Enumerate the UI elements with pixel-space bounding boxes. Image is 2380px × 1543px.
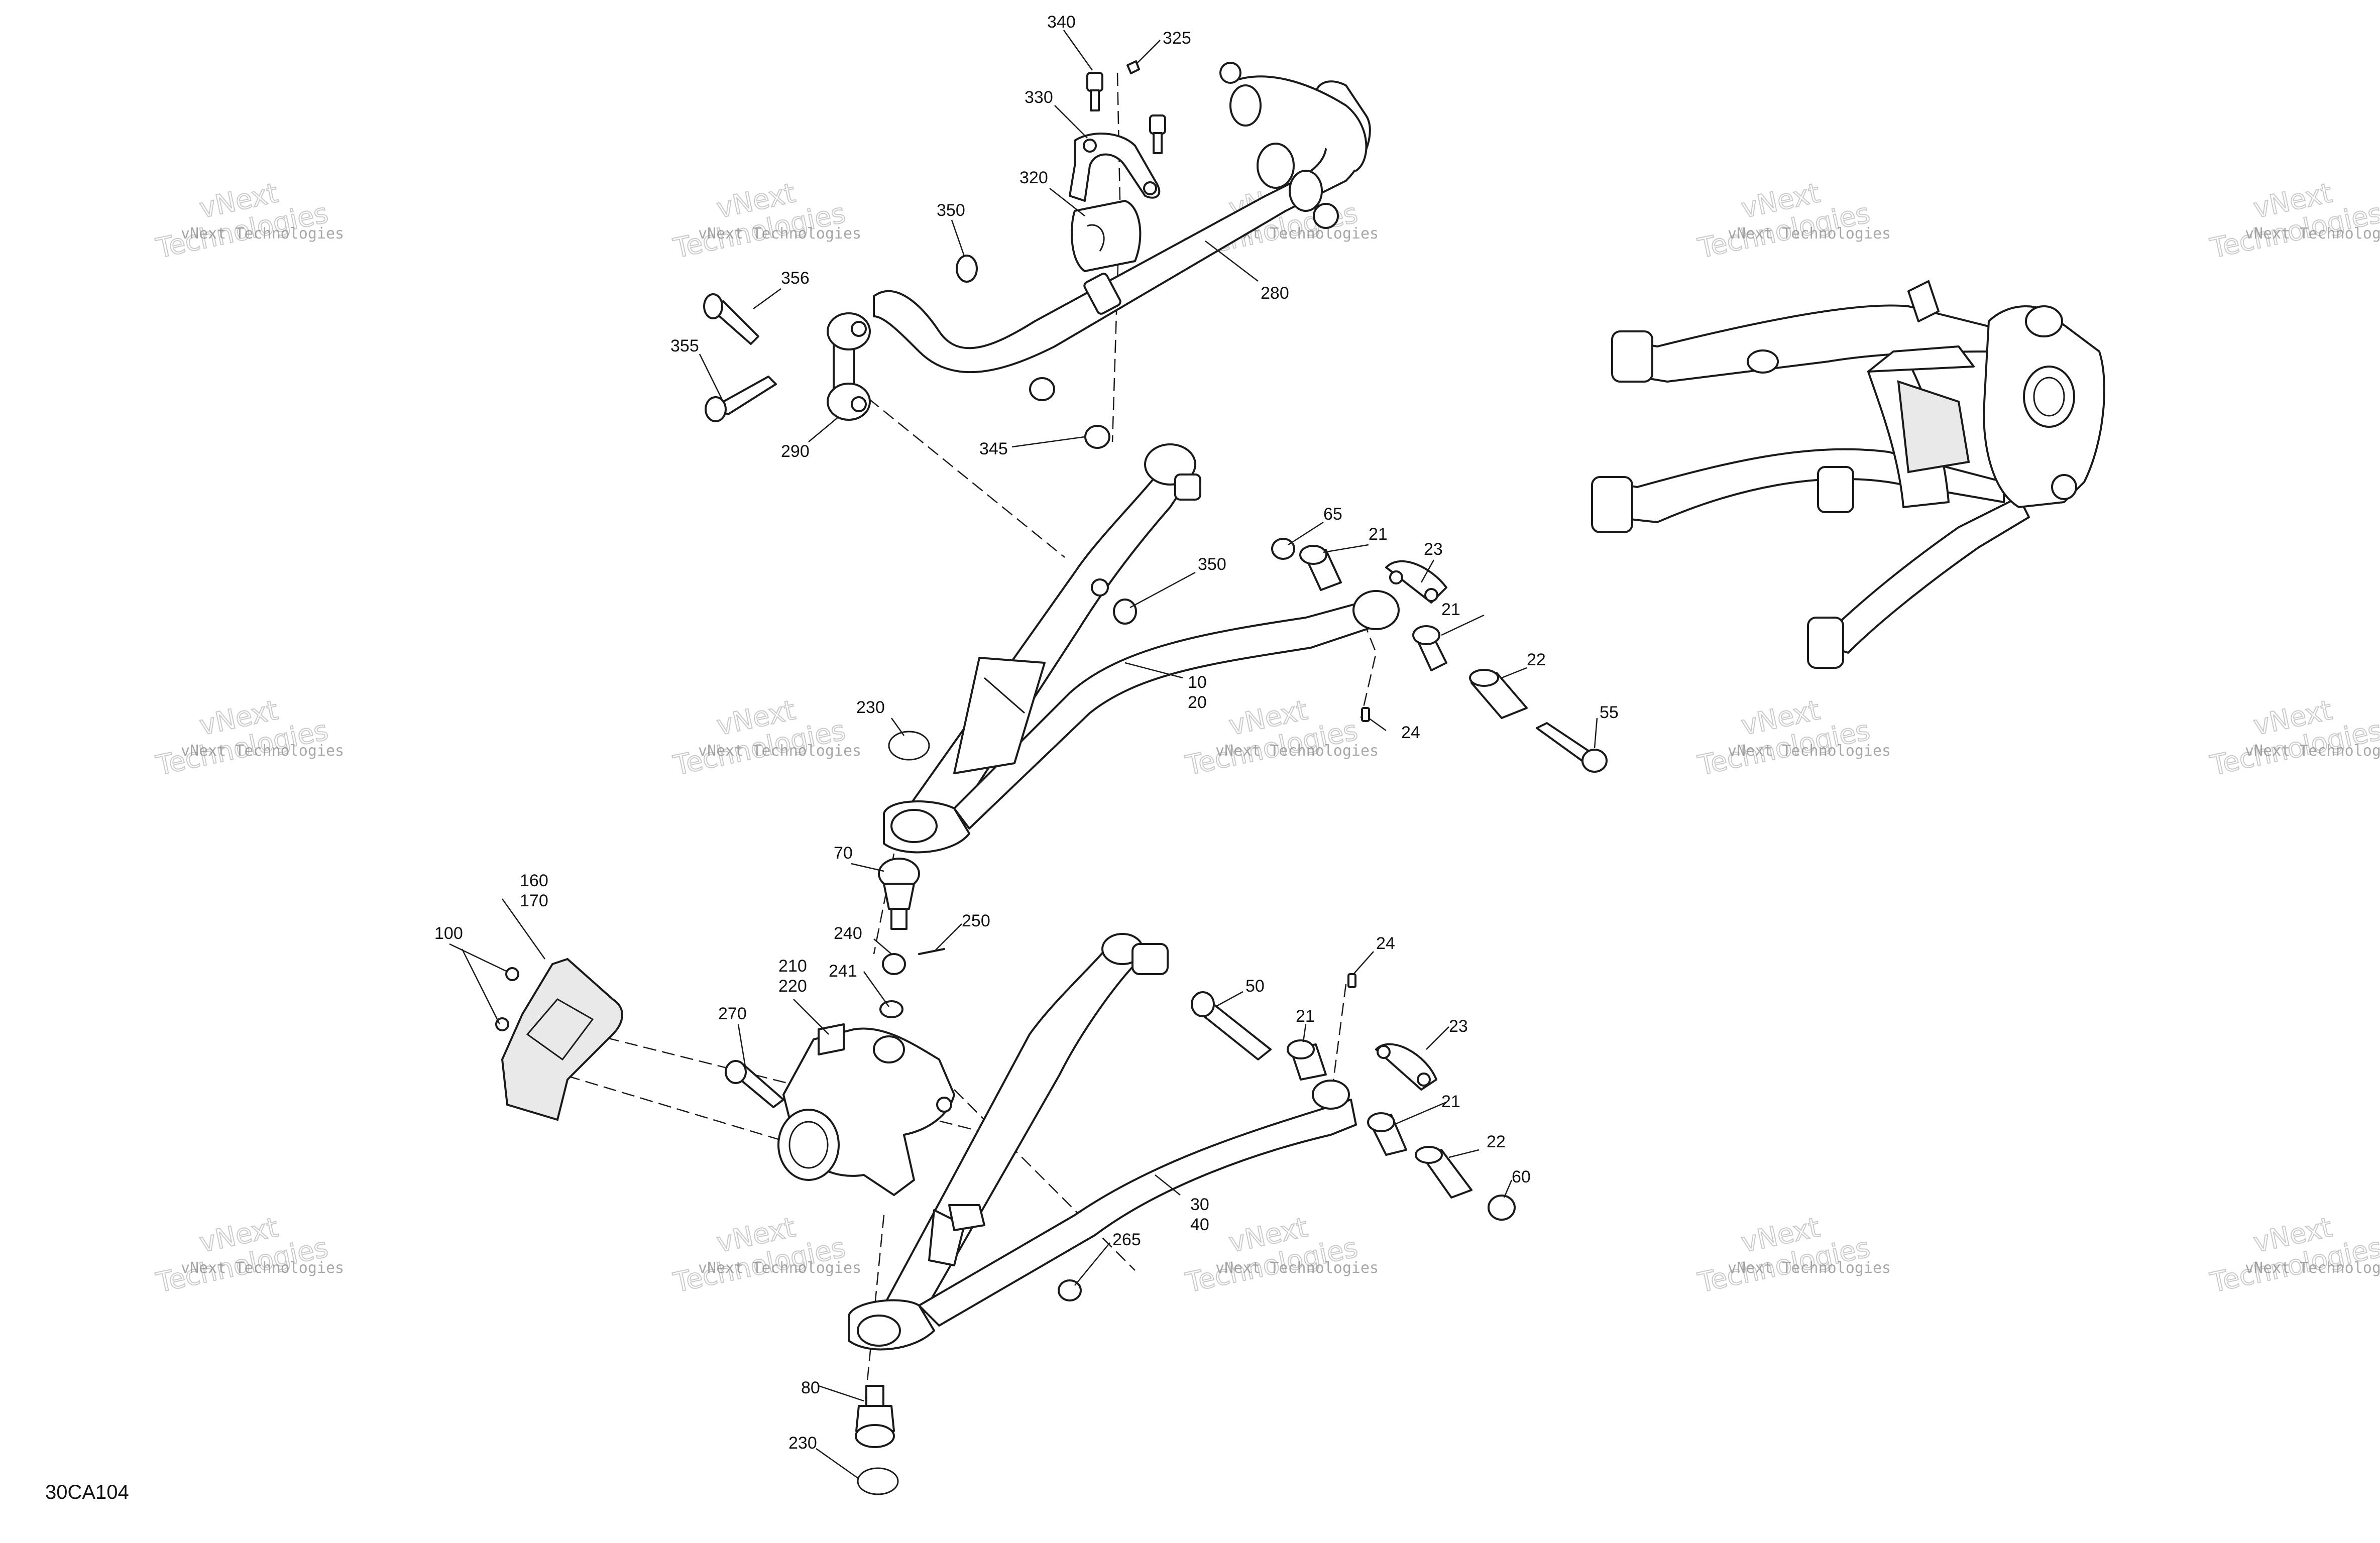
- watermark-small: vNext Technologies: [1728, 1259, 1891, 1277]
- diagram-code: 30CA104: [45, 1481, 129, 1503]
- callout-50: 50: [1245, 977, 1265, 996]
- callout-23: 23: [1449, 1017, 1468, 1036]
- callout-21: 21: [1296, 1007, 1315, 1026]
- upper-arm-hardware: [1271, 538, 1608, 773]
- knuckle-guard: [495, 958, 623, 1121]
- bracket-bolts: [1086, 60, 1166, 154]
- watermark-small: vNext Technologies: [698, 225, 861, 243]
- nut: [956, 255, 978, 283]
- link-bolts: [703, 293, 777, 422]
- ball-joint-hardware: [879, 948, 945, 1018]
- watermark-small: vNext Technologies: [2245, 225, 2380, 243]
- steering-knuckle: [777, 1023, 955, 1196]
- sway-bar-bushing: [1071, 200, 1142, 272]
- callout-80: 80: [801, 1378, 820, 1397]
- assembled-view: [1591, 280, 2105, 669]
- callout-21: 21: [1441, 1092, 1460, 1111]
- watermark-small: vNext Technologies: [1215, 1259, 1379, 1277]
- watermark-small: vNext Technologies: [181, 225, 344, 243]
- watermark-small: vNext Technologies: [181, 1259, 344, 1277]
- callout-22: 22: [1527, 650, 1546, 669]
- callout-270: 270: [718, 1004, 747, 1023]
- callout-160: 160: [520, 871, 548, 890]
- watermark-small: vNext Technologies: [698, 1259, 861, 1277]
- watermark-small: vNext Technologies: [2245, 1259, 2380, 1277]
- callout-55: 55: [1600, 703, 1619, 722]
- callout-21: 21: [1369, 525, 1388, 544]
- callout-labels: 340 325 330 320 350 356 355 290 345 280 …: [434, 13, 1619, 1453]
- callout-250: 250: [962, 911, 990, 930]
- watermark-small: vNext Technologies: [698, 742, 861, 760]
- callout-21: 21: [1441, 600, 1460, 619]
- callout-350: 350: [937, 201, 965, 220]
- callout-10: 10: [1188, 673, 1207, 692]
- lower-a-arm: [848, 933, 1357, 1351]
- callout-22: 22: [1487, 1132, 1506, 1151]
- callout-60: 60: [1512, 1167, 1531, 1186]
- callout-241: 241: [829, 962, 857, 981]
- bolt-head: [725, 1060, 747, 1084]
- lower-ball-joint: [855, 1385, 895, 1448]
- callout-65: 65: [1323, 505, 1342, 524]
- callout-230: 230: [788, 1434, 817, 1453]
- watermark-small: vNext Technologies: [2245, 742, 2380, 760]
- callout-280: 280: [1261, 284, 1289, 303]
- callout-170: 170: [520, 891, 548, 910]
- callout-230: 230: [856, 698, 885, 717]
- callout-356: 356: [781, 269, 810, 288]
- sway-bar-bracket: [1069, 133, 1161, 202]
- callout-320: 320: [1019, 168, 1048, 187]
- callout-70: 70: [834, 844, 853, 863]
- callout-355: 355: [670, 336, 699, 355]
- upper-a-arm: [883, 443, 1400, 854]
- callout-30: 30: [1190, 1195, 1209, 1214]
- sway-bar-link: [827, 312, 871, 421]
- circlip: [857, 1467, 899, 1495]
- leader-lines: [449, 30, 1598, 1480]
- callout-40: 40: [1190, 1215, 1209, 1234]
- callout-345: 345: [979, 439, 1008, 458]
- callout-290: 290: [781, 442, 810, 461]
- lower-arm-hardware: [1058, 973, 1516, 1301]
- callout-240: 240: [834, 924, 862, 943]
- callout-100: 100: [434, 924, 463, 943]
- callout-24: 24: [1376, 934, 1395, 953]
- watermark-small: vNext Technologies: [1728, 225, 1891, 243]
- watermark-small: vNext Technologies: [181, 742, 344, 760]
- callout-340: 340: [1047, 13, 1076, 32]
- callout-20: 20: [1188, 693, 1207, 712]
- callout-210: 210: [778, 957, 807, 976]
- watermark-small: vNext Technologies: [1728, 742, 1891, 760]
- callout-220: 220: [778, 977, 807, 996]
- callout-265: 265: [1112, 1230, 1141, 1249]
- callout-325: 325: [1163, 29, 1191, 48]
- nuts: [1029, 377, 1110, 449]
- sway-bar: [873, 62, 1371, 374]
- nut: [1113, 599, 1137, 625]
- circlip: [888, 731, 930, 761]
- ball-joint: [878, 858, 920, 930]
- callout-23: 23: [1424, 540, 1443, 559]
- callout-24: 24: [1401, 723, 1420, 742]
- callout-330: 330: [1025, 88, 1053, 107]
- watermark-small: vNext Technologies: [1215, 742, 1379, 760]
- callout-350: 350: [1198, 555, 1226, 574]
